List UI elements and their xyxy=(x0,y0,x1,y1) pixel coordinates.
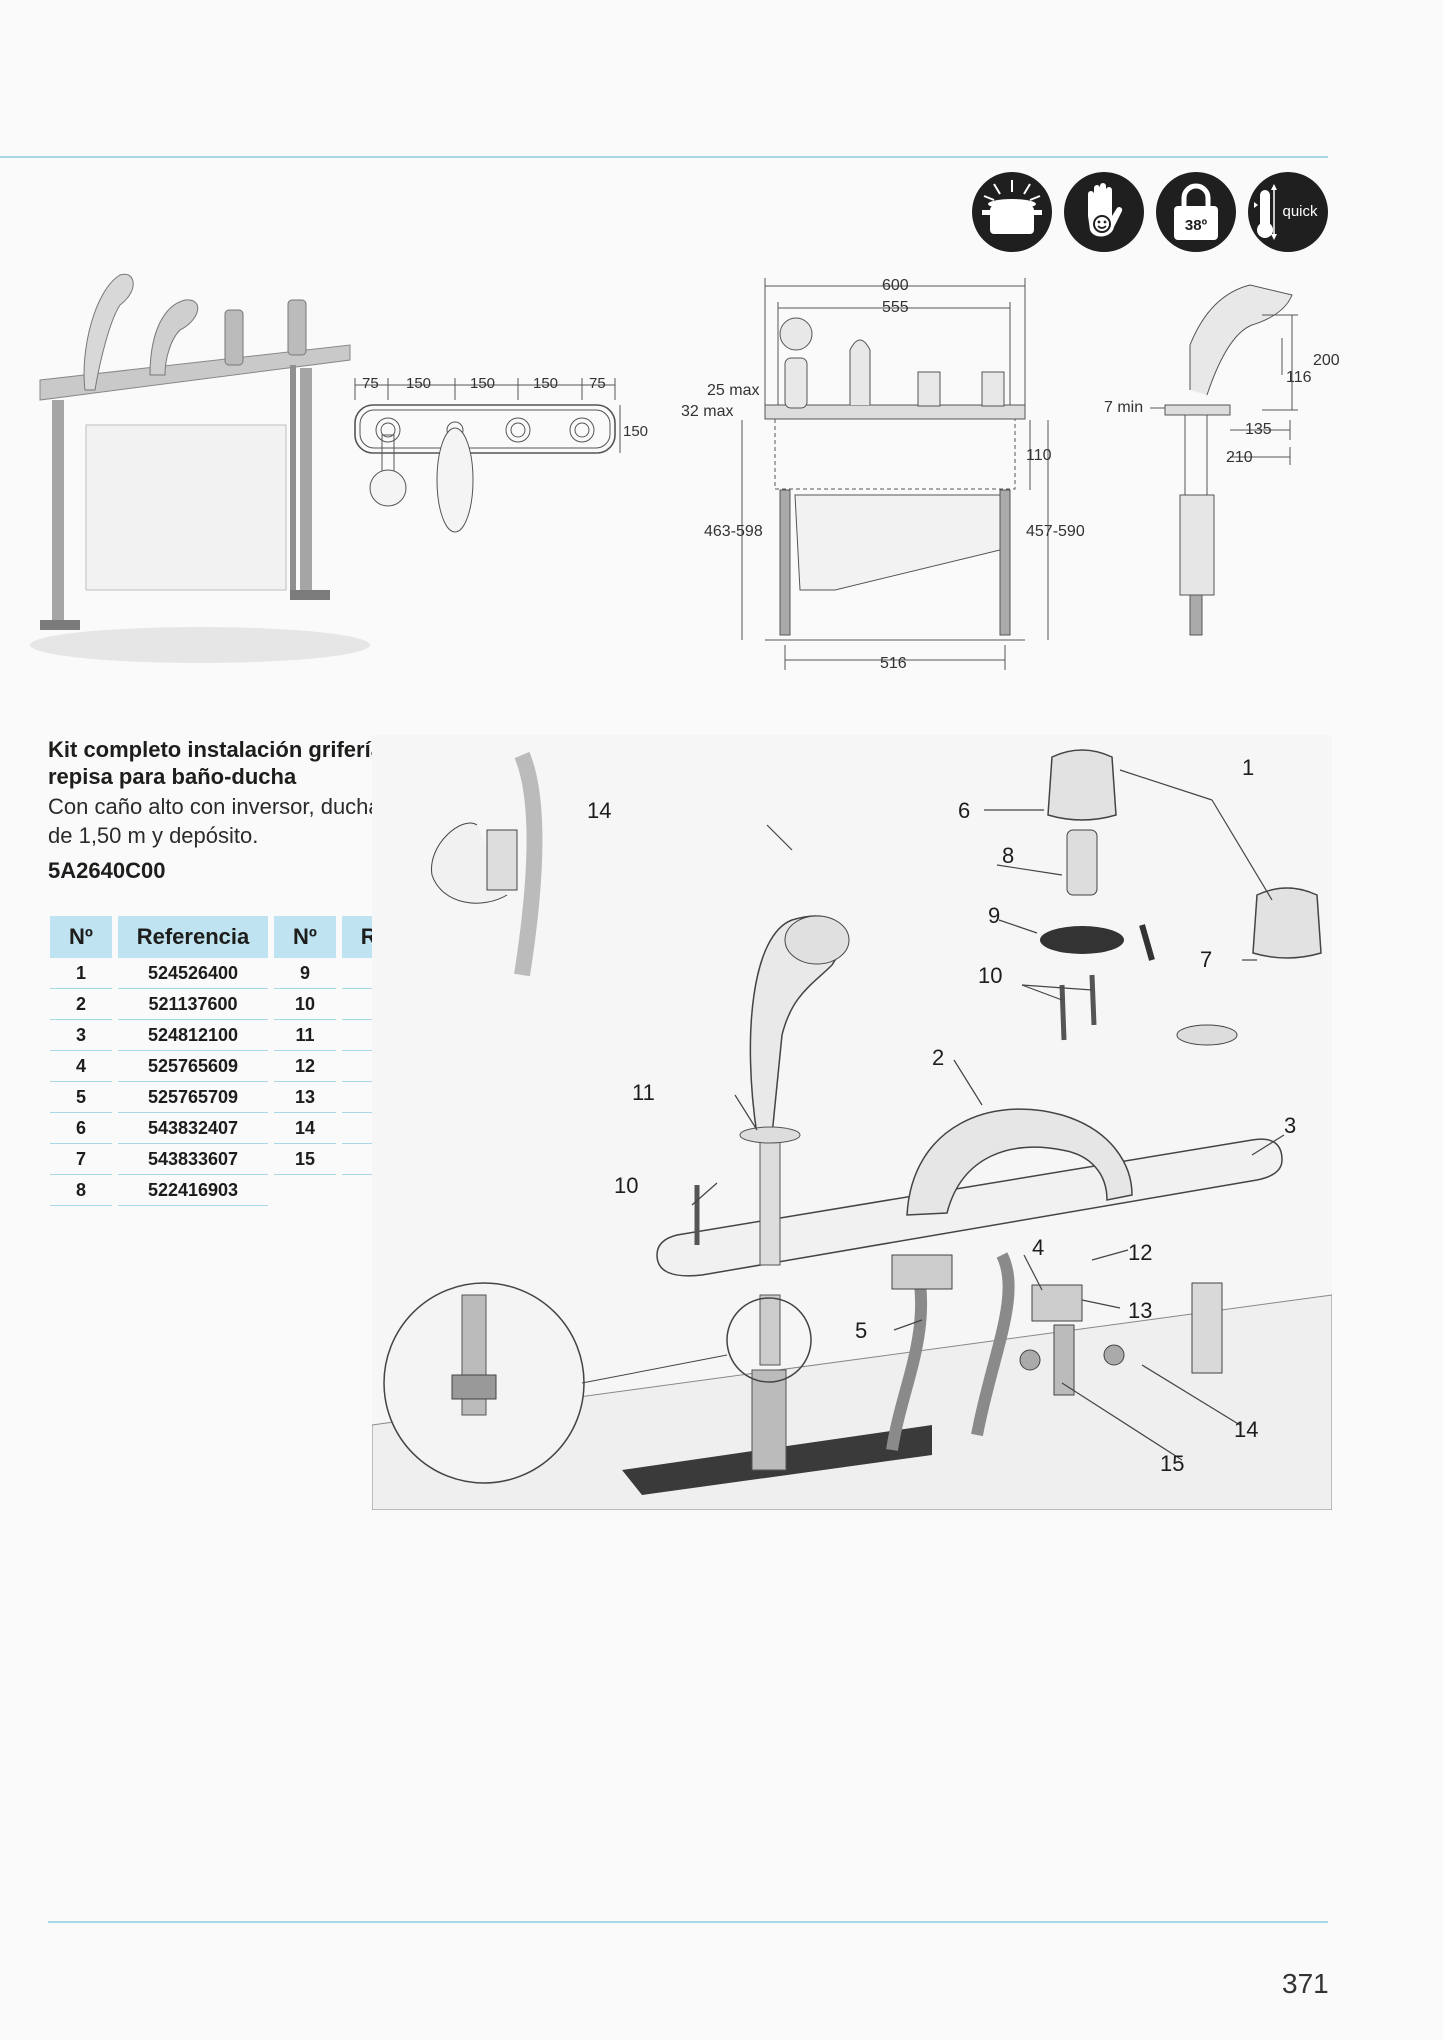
callout-15: 15 xyxy=(1160,1451,1184,1476)
callout-1: 1 xyxy=(1242,755,1254,780)
svg-text:516: 516 xyxy=(880,655,907,672)
profile-view xyxy=(1150,284,1298,636)
callout-9: 9 xyxy=(988,903,1000,928)
top-rule xyxy=(0,156,1328,158)
svg-text:150: 150 xyxy=(533,375,558,392)
svg-text:463-598: 463-598 xyxy=(704,523,763,540)
svg-text:75: 75 xyxy=(589,375,606,392)
svg-text:150: 150 xyxy=(470,375,495,392)
svg-text:150: 150 xyxy=(623,423,648,440)
header-no: Nº xyxy=(50,916,112,958)
svg-text:32 max: 32 max xyxy=(681,403,733,420)
product-code: 5A2640C00 xyxy=(48,858,166,883)
svg-text:200: 200 xyxy=(1313,352,1340,369)
svg-text:600: 600 xyxy=(882,277,909,294)
front-view xyxy=(354,378,621,533)
pot-icon xyxy=(972,172,1052,252)
callout-14: 14 xyxy=(587,798,611,823)
callout-8: 8 xyxy=(1002,843,1014,868)
callout-4: 4 xyxy=(1032,1235,1044,1260)
thermometer-quick-icon: quick xyxy=(1248,172,1328,252)
svg-text:555: 555 xyxy=(882,299,909,316)
svg-text:7 min: 7 min xyxy=(1104,399,1143,416)
svg-text:150: 150 xyxy=(406,375,431,392)
header-reference: Referencia xyxy=(118,916,268,958)
bottom-rule xyxy=(48,1921,1328,1923)
exploded-parts-diagram: 1 2 3 4 5 6 7 8 9 10 10 11 12 13 14 14 1… xyxy=(371,735,1333,1511)
header-no: Nº xyxy=(274,916,336,958)
page-number: 371 xyxy=(1282,1968,1329,1999)
feature-icons: 38º quick xyxy=(972,172,1328,252)
svg-text:38º: 38º xyxy=(1185,217,1208,234)
svg-text:quick: quick xyxy=(1282,203,1318,220)
callout-10: 10 xyxy=(614,1173,638,1198)
svg-text:25 max: 25 max xyxy=(707,382,759,399)
callout-12: 12 xyxy=(1128,1240,1152,1265)
callout-2: 2 xyxy=(932,1045,944,1070)
callout-6: 6 xyxy=(958,798,970,823)
callout-13: 13 xyxy=(1128,1298,1152,1323)
hand-smiley-icon xyxy=(1064,172,1144,252)
svg-text:116: 116 xyxy=(1286,369,1312,386)
side-view xyxy=(741,278,1049,670)
callout-5: 5 xyxy=(855,1318,867,1343)
callout-11: 11 xyxy=(632,1080,655,1105)
kit-photo xyxy=(30,273,370,663)
technical-drawings: 75 150 150 150 75 150 xyxy=(0,250,1443,690)
callout-3: 3 xyxy=(1284,1113,1296,1138)
svg-text:75: 75 xyxy=(362,375,379,392)
lock-38-icon: 38º xyxy=(1156,172,1236,252)
svg-text:135: 135 xyxy=(1245,421,1272,438)
callout-10: 10 xyxy=(978,963,1002,988)
svg-text:210: 210 xyxy=(1226,449,1253,466)
svg-text:110: 110 xyxy=(1026,447,1052,464)
callout-7: 7 xyxy=(1200,947,1212,972)
callout-14: 14 xyxy=(1234,1417,1258,1442)
svg-text:457-590: 457-590 xyxy=(1026,523,1085,540)
